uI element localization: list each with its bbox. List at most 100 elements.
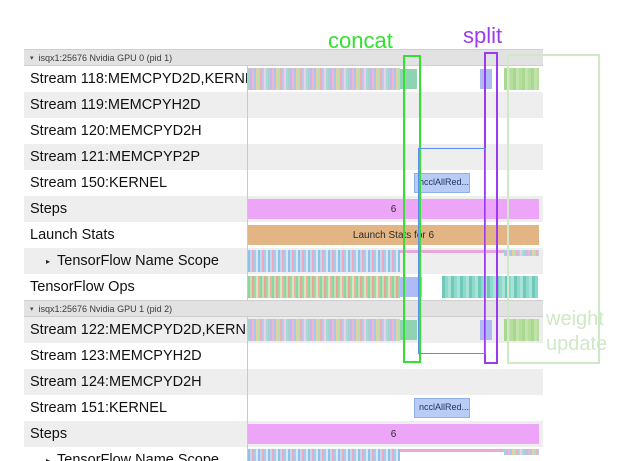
trace-block[interactable]: Launch Stats for 6 [248,225,539,245]
timeline-row[interactable]: ▸TensorFlow Name Scope [24,248,543,274]
row-label[interactable]: Stream 151:KERNEL [24,395,248,421]
row-label-text: Stream 123:MEMCPYH2D [30,348,202,364]
timeline-row[interactable]: Launch Stats Launch Stats for 6 [24,222,543,248]
bar-label: Launch Stats for 6 [352,229,435,241]
trace-block[interactable] [400,69,417,89]
row-label-text: Stream 121:MEMCPYP2P [30,149,201,165]
row-label[interactable]: Stream 150:KERNEL [24,170,248,196]
timeline-row[interactable]: Stream 124:MEMCPYD2H [24,369,543,395]
row-track[interactable] [248,369,543,395]
trace-block[interactable]: 6 [248,424,539,444]
trace-block[interactable]: ncclAllRed... [414,173,470,193]
trace-block[interactable] [248,276,400,298]
row-label[interactable]: Stream 121:MEMCPYP2P [24,144,248,170]
row-label-text: TensorFlow Name Scope [57,452,220,461]
row-track[interactable] [248,144,543,170]
annotation-split: split [463,23,503,48]
trace-block[interactable] [504,319,539,341]
chevron-right-icon[interactable]: ▸ [46,455,51,461]
trace-block[interactable] [504,449,539,455]
row-label-text: TensorFlow Ops [30,279,135,295]
row-track[interactable] [248,343,543,369]
row-label[interactable]: Steps [24,421,248,447]
timeline-row[interactable]: Steps 6 [24,196,543,222]
trace-line[interactable] [400,449,538,452]
trace-block[interactable] [442,276,538,298]
annotation-weight-update: weight update [546,307,607,357]
chevron-down-icon[interactable]: ▾ [30,54,34,62]
timeline-row[interactable]: Stream 120:MEMCPYD2H [24,118,543,144]
row-track[interactable] [248,317,543,343]
group-header-label: isqx1:25676 Nvidia GPU 1 (pid 2) [38,303,173,314]
timeline-row[interactable]: Stream 119:MEMCPYH2D [24,92,543,118]
timeline-panel[interactable]: ▾ isqx1:25676 Nvidia GPU 0 (pid 1) Stream … [24,49,543,461]
timeline-row[interactable]: ▸ TensorFlow Name Scope [24,447,543,461]
row-label[interactable]: Stream 123:MEMCPYH2D [24,343,248,369]
trace-block[interactable] [248,449,400,461]
annotation-concat: concat [328,28,393,53]
row-label[interactable]: Stream 124:MEMCPYD2H [24,369,248,395]
trace-block[interactable] [400,320,417,340]
bar-label: ncclAllRed... [419,177,470,187]
row-track[interactable]: ncclAllRed... [248,170,543,196]
row-label[interactable]: Launch Stats [24,222,248,248]
row-label[interactable]: ▸ TensorFlow Name Scope [24,447,248,461]
row-label[interactable]: Stream 119:MEMCPYH2D [24,92,248,118]
annotation-weight-update-line2: update [546,333,608,355]
row-label-text: Stream 122:MEMCPYD2D,KERNEL,MI [30,322,247,338]
row-label-text: Steps [30,201,68,217]
row-label-text: Stream 120:MEMCPYD2H [30,123,202,139]
trace-block[interactable] [248,250,400,272]
row-label-text: Stream 151:KERNEL [30,400,168,416]
trace-block[interactable]: ncclAllRed... [414,398,470,418]
row-label-text: Stream 124:MEMCPYD2H [30,374,202,390]
timeline-row[interactable]: TensorFlow Ops [24,274,543,300]
row-label[interactable]: TensorFlow Ops [24,274,248,300]
row-label[interactable]: Stream 120:MEMCPYD2H [24,118,248,144]
trace-block[interactable] [248,319,400,341]
row-label-text: Stream 119:MEMCPYH2D [30,97,201,113]
trace-line[interactable] [400,250,538,253]
row-track[interactable] [248,248,543,274]
row-label-text: Stream 150:KERNEL [30,175,168,191]
timeline-row[interactable]: Stream 118:MEMCPYD2D,KERNEL,ME [24,66,543,92]
row-track[interactable] [248,66,543,92]
timeline-row[interactable]: Steps 6 [24,421,543,447]
timeline-row[interactable]: Stream 123:MEMCPYH2D [24,343,543,369]
row-track[interactable] [248,447,543,461]
row-label[interactable]: Stream 122:MEMCPYD2D,KERNEL,MI [24,317,248,343]
row-track[interactable]: ncclAllRed... [248,395,543,421]
row-label-text: Steps [30,426,68,442]
chevron-down-icon[interactable]: ▾ [30,305,34,313]
row-label[interactable]: Stream 118:MEMCPYD2D,KERNEL,ME [24,66,248,92]
group-header-label: isqx1:25676 Nvidia GPU 0 (pid 1) [38,52,173,63]
row-track[interactable]: Launch Stats for 6 [248,222,543,248]
row-track[interactable]: 6 [248,196,543,222]
row-label[interactable]: Steps [24,196,248,222]
timeline-row[interactable]: Stream 151:KERNEL ncclAllRed... [24,395,543,421]
trace-block[interactable] [400,277,422,297]
group-header-gpu-1[interactable]: ▾ isqx1:25676 Nvidia GPU 1 (pid 2) [24,300,543,317]
row-label-text: Stream 118:MEMCPYD2D,KERNEL,ME [30,71,247,87]
trace-block[interactable] [504,250,539,256]
trace-block[interactable] [480,320,492,340]
trace-block[interactable] [480,69,492,89]
trace-block[interactable] [248,68,400,90]
bar-label: 6 [390,428,397,440]
timeline-row[interactable]: Stream 150:KERNEL ncclAllRed... [24,170,543,196]
chevron-right-icon[interactable]: ▸ [46,256,51,266]
group-header-gpu-0[interactable]: ▾ isqx1:25676 Nvidia GPU 0 (pid 1) [24,49,543,66]
timeline-row[interactable]: Stream 121:MEMCPYP2P [24,144,543,170]
bar-label: 6 [390,203,397,215]
row-label[interactable]: ▸TensorFlow Name Scope [24,248,248,274]
trace-block[interactable]: 6 [248,199,539,219]
trace-block[interactable] [504,68,539,90]
row-track[interactable] [248,274,543,300]
annotation-weight-update-line1: weight [546,308,604,330]
row-track[interactable] [248,92,543,118]
timeline-row[interactable]: Stream 122:MEMCPYD2D,KERNEL,MI [24,317,543,343]
bar-label: ncclAllRed... [419,402,470,412]
row-track[interactable] [248,118,543,144]
row-track[interactable]: 6 [248,421,543,447]
